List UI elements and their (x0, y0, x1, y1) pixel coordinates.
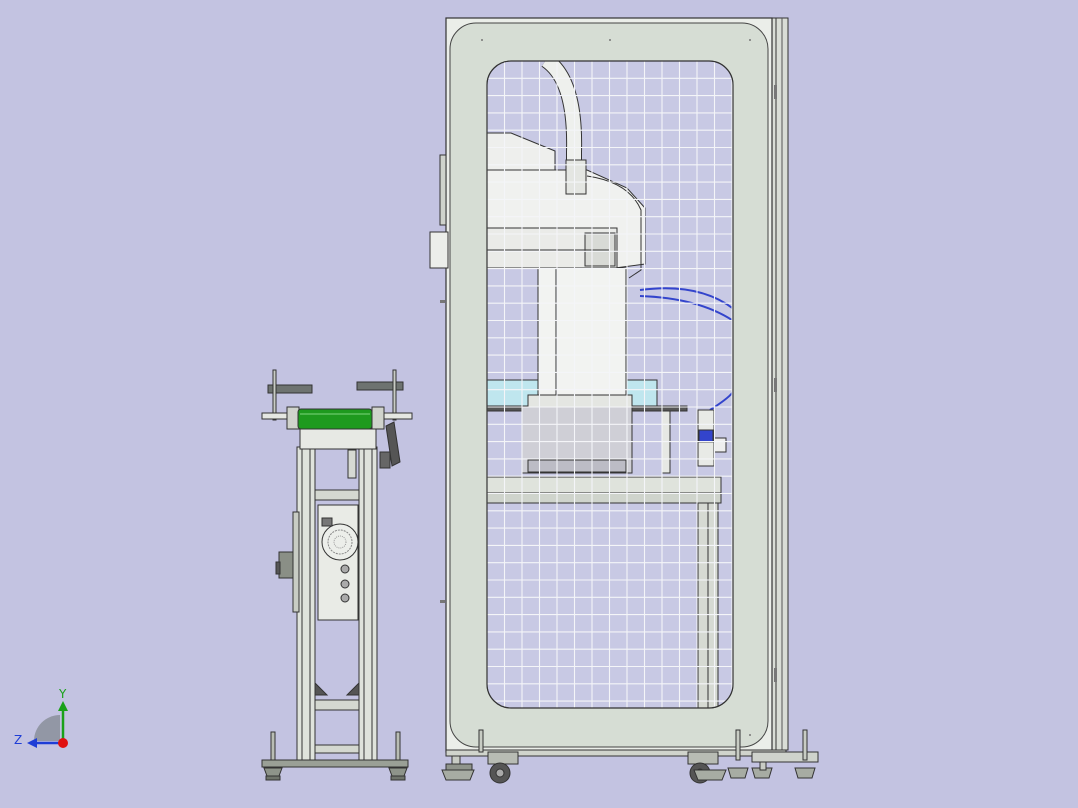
safety-mesh (487, 61, 733, 708)
stand-upright-right (358, 446, 378, 761)
stand-feet (263, 731, 408, 781)
stand-upright-left (296, 446, 316, 761)
view-orientation-triad[interactable] (27, 701, 68, 748)
triad-z-label: Z (14, 733, 23, 747)
green-roller (297, 408, 373, 430)
triad-z-arrow (27, 738, 37, 748)
triad-x-dot (58, 738, 68, 748)
triad-y-label: Y (59, 687, 67, 701)
triad-y-arrow (58, 701, 68, 711)
left-top-bracket (267, 384, 313, 394)
cabinet-feet (441, 729, 819, 784)
frame-fasteners (440, 39, 777, 736)
right-top-bracket (356, 381, 404, 391)
stand-base-plate (261, 759, 409, 768)
roller-stand (261, 369, 413, 781)
